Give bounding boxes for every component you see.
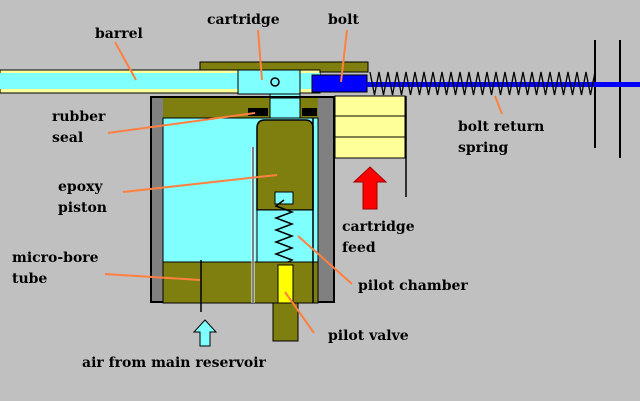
label-air-source: air from main reservoir [82, 355, 267, 371]
label-bolt-spring-1: bolt return [458, 119, 544, 135]
valve-body [150, 96, 335, 342]
bolt-rod [367, 82, 640, 87]
label-micro-bore-2: tube [12, 271, 47, 287]
feed-arrow [352, 166, 388, 210]
label-rubber-seal-1: rubber [52, 109, 106, 125]
label-pilot-chamber: pilot chamber [358, 278, 468, 294]
pilot-chamber-leader [297, 235, 353, 285]
label-epoxy-piston-2: piston [58, 200, 107, 216]
label-cartridge-feed-1: cartridge [342, 219, 415, 235]
bolt [311, 74, 368, 93]
epoxy-piston-leader [122, 174, 278, 193]
pilot-valve [277, 264, 294, 304]
air-inlet-arrow [192, 319, 218, 347]
cartridge-leader [257, 29, 263, 81]
spring-leader [494, 95, 503, 115]
rubber-seal-leader [107, 112, 256, 134]
micro-bore-leader [104, 273, 201, 281]
label-micro-bore-1: micro-bore [12, 250, 99, 266]
label-cartridge-feed-2: feed [342, 240, 376, 256]
bolt-return-spring [369, 71, 596, 96]
rubber-seal [248, 108, 268, 116]
pilot-chamber [256, 209, 314, 263]
label-epoxy-piston-1: epoxy [58, 179, 103, 195]
label-bolt: bolt [328, 12, 359, 28]
label-pilot-valve: pilot valve [328, 328, 409, 344]
rubber-seal [302, 108, 317, 116]
pilot-spring [273, 199, 295, 265]
pilot-valve-thread [272, 302, 299, 342]
label-rubber-seal-2: seal [52, 130, 83, 146]
label-barrel: barrel [95, 26, 143, 42]
barrel-leader [114, 41, 137, 81]
cartridge-feed-magazine [334, 95, 407, 197]
label-cartridge: cartridge [207, 12, 280, 28]
bolt-leader [340, 29, 348, 83]
pilot-valve-leader [284, 291, 315, 334]
label-bolt-spring-2: spring [458, 140, 509, 156]
